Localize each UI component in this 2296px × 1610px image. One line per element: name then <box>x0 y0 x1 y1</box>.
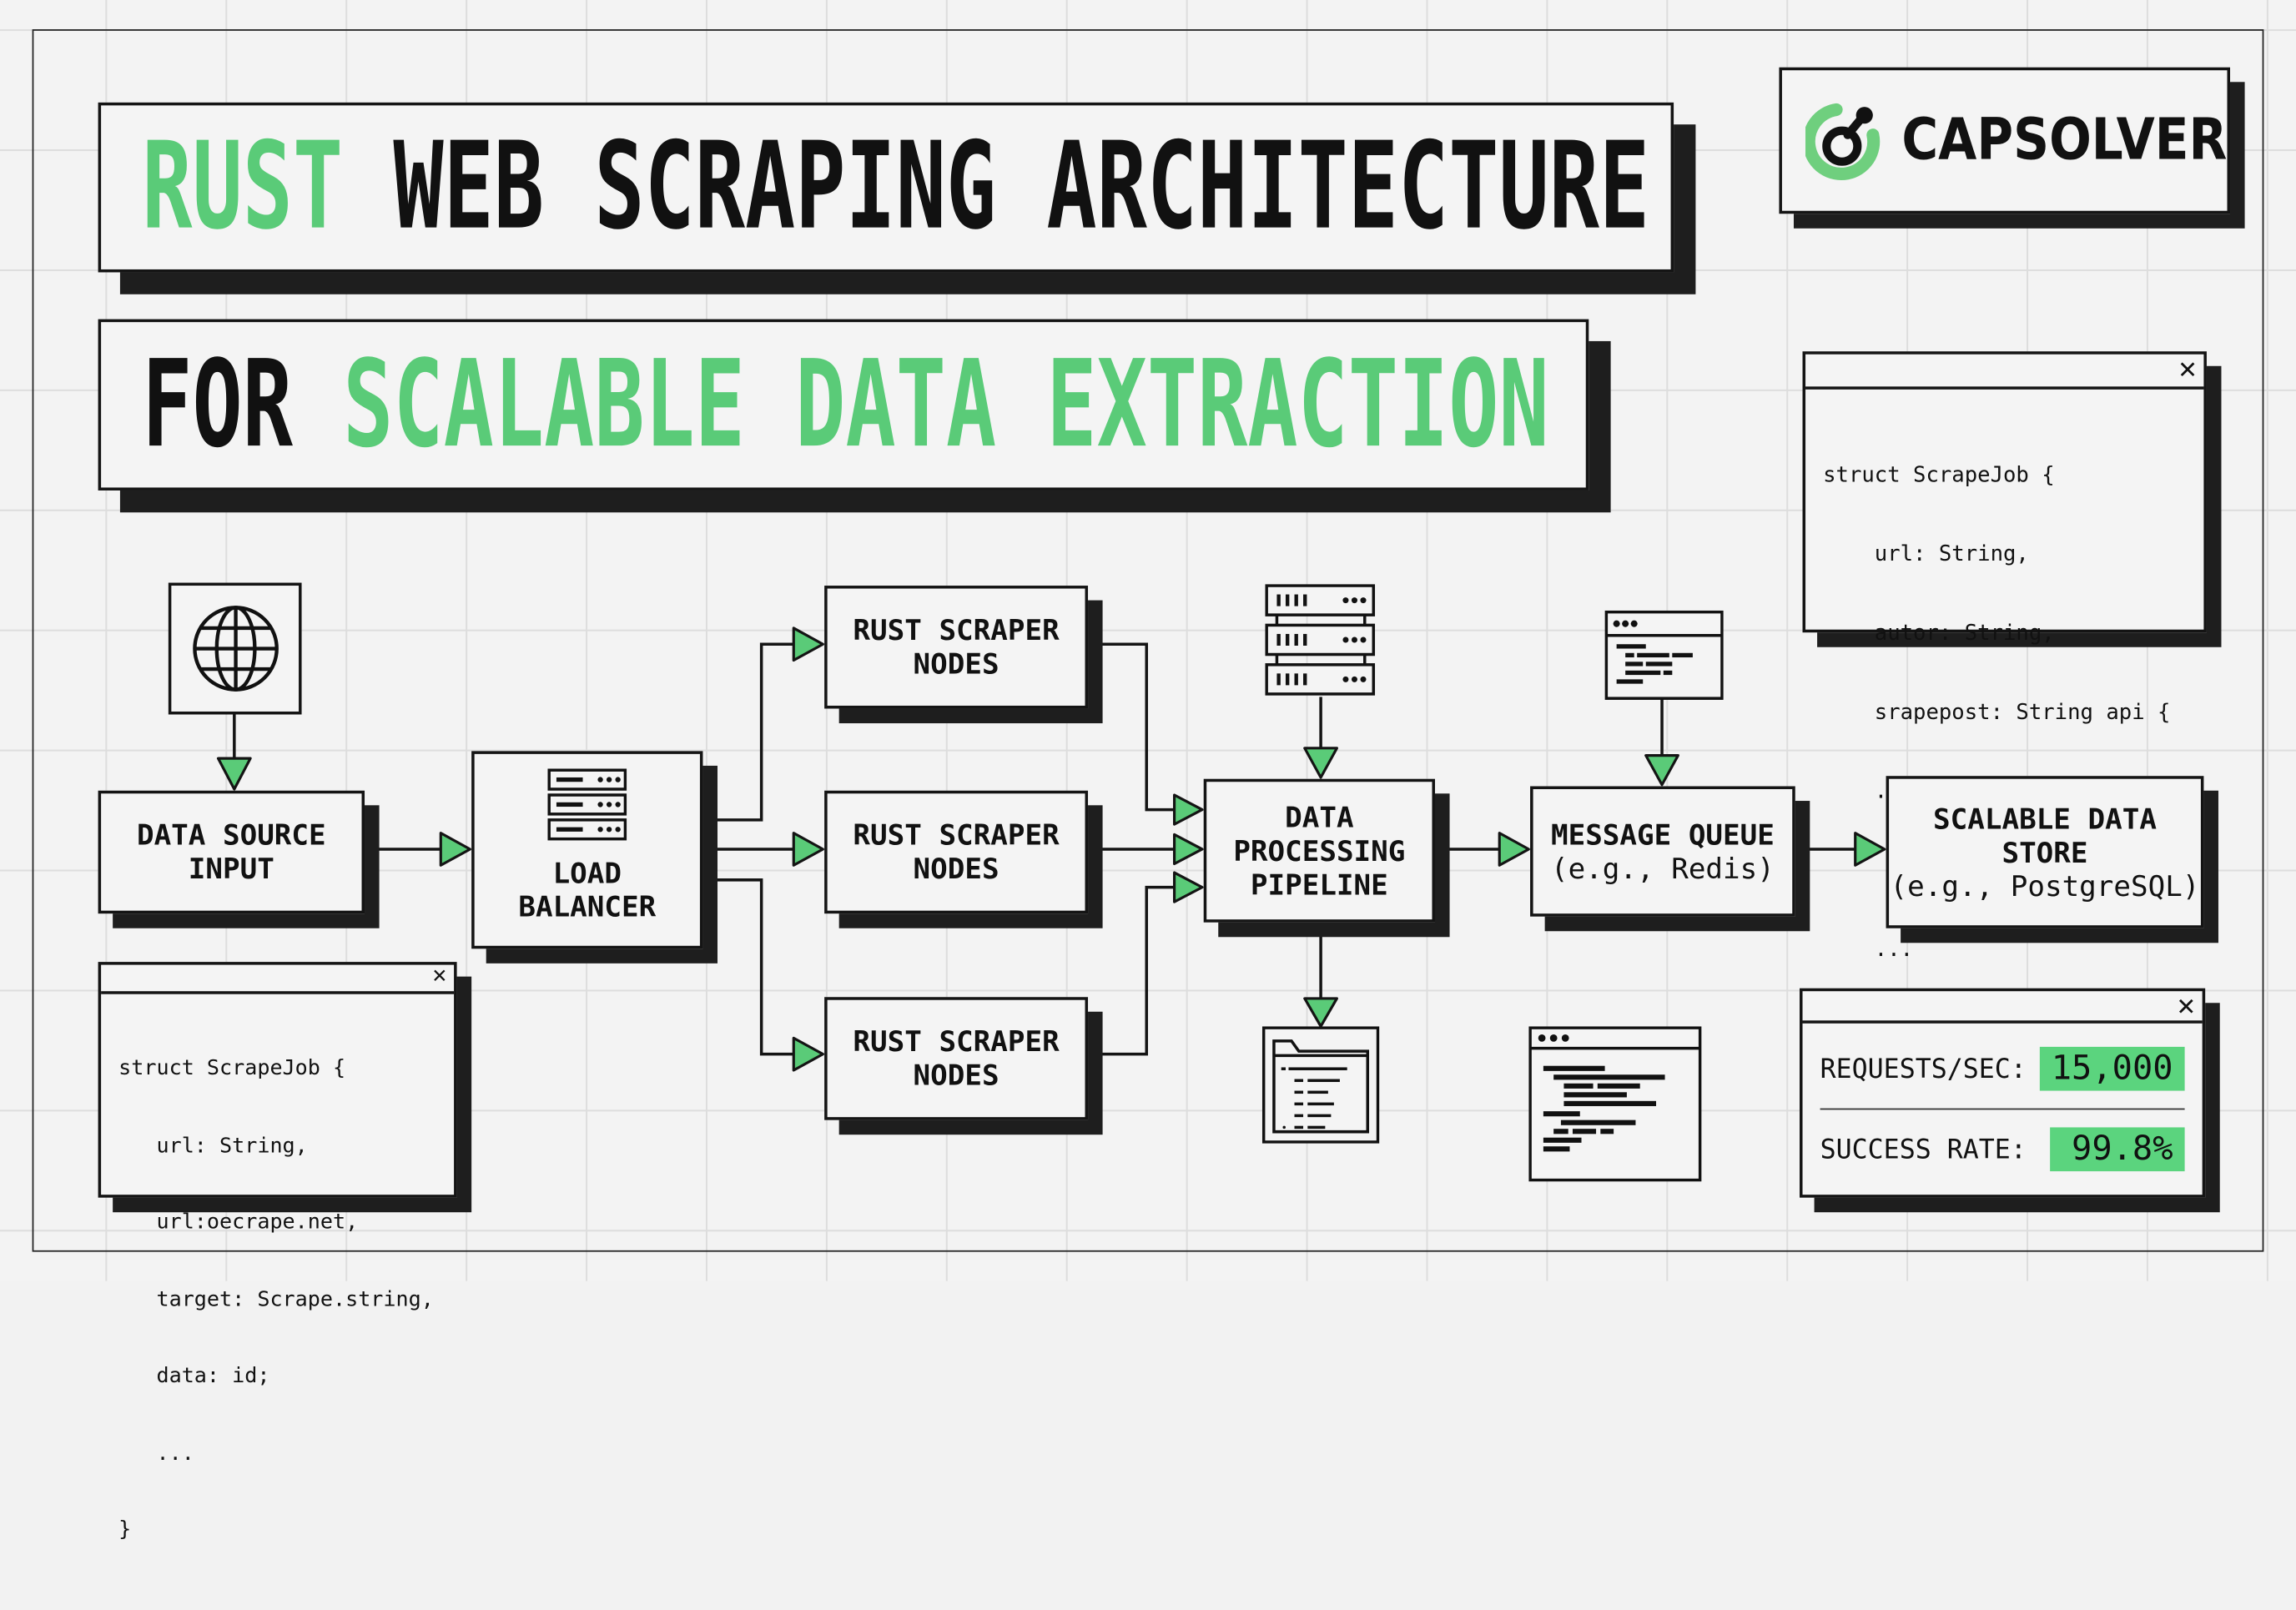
node-label: RUST SCRAPER <box>853 818 1060 853</box>
node-label: NODES <box>913 852 999 886</box>
globe-icon <box>192 606 279 692</box>
connector-scraper-3-to-pipeline <box>1088 885 1176 1056</box>
title-line-2: FOR SCALABLE DATA EXTRACTION <box>98 319 1589 491</box>
arrow-head <box>1173 871 1204 903</box>
node-label: LOAD <box>552 856 622 891</box>
node-rust-scraper-1[interactable]: RUST SCRAPER NODES <box>824 586 1089 709</box>
capsolver-logo-icon <box>1805 103 1881 180</box>
arrow-head <box>1854 832 1886 867</box>
folder-icon <box>1261 1026 1380 1144</box>
stat-value: 15,000 <box>2039 1046 2185 1091</box>
arrow-head <box>792 832 824 867</box>
title-accent: RUST <box>142 118 344 258</box>
diagram-canvas: RUST WEB SCRAPING ARCHITECTURE FOR SCALA… <box>0 0 2296 1542</box>
code-line: srapepost: String api { <box>1823 699 2171 725</box>
arrow-head <box>792 626 824 662</box>
title-text: WEB SCRAPING ARCHITECTURE <box>343 118 1650 258</box>
arrow-head <box>792 1036 824 1072</box>
code-line: struct ScrapeJob { <box>118 1057 346 1081</box>
database-icon <box>1265 584 1376 696</box>
title-accent: SCALABLE DATA EXTRACTION <box>343 335 1549 475</box>
title-lead: FOR <box>142 335 344 475</box>
code-line: struct ScrapeJob { <box>1823 462 2055 488</box>
code-line: } <box>118 1518 132 1542</box>
connector-scraper-1-to-pipeline <box>1088 642 1176 812</box>
code-line: ... <box>118 1441 194 1465</box>
stats-window: ✕ REQUESTS/SEC: 15,000 SUCCESS RATE: 99.… <box>1800 986 2206 1198</box>
code-line: ... <box>1823 937 1914 963</box>
outer-frame <box>32 29 2264 1252</box>
node-message-queue[interactable]: MESSAGE QUEUE (e.g., Redis) <box>1530 786 1795 917</box>
arrow-head <box>439 832 471 867</box>
node-label: BALANCER <box>518 890 657 924</box>
connector-lb-to-scraper-3 <box>702 878 796 1056</box>
code-line: data: id; <box>118 1364 270 1388</box>
node-rust-scraper-3[interactable]: RUST SCRAPER NODES <box>824 997 1089 1120</box>
arrow-head <box>1644 754 1679 787</box>
window-title-bar: ✕ <box>101 960 455 994</box>
close-icon[interactable]: ✕ <box>432 960 447 989</box>
arrow-head <box>1303 747 1338 779</box>
node-rust-scraper-2[interactable]: RUST SCRAPER NODES <box>824 790 1089 914</box>
arrow-head <box>1303 997 1338 1028</box>
node-label: STORE <box>2001 835 2088 869</box>
node-sublabel: (e.g., Redis) <box>1550 851 1775 885</box>
code-line: target: Scrape.string, <box>118 1287 434 1311</box>
node-label: DATA <box>1285 800 1354 834</box>
connectors <box>216 626 1886 1072</box>
code-window-bottom-left: ✕ struct ScrapeJob { url: String, url:oe… <box>98 960 457 1542</box>
code-line: url: String, <box>118 1134 308 1158</box>
connector-lb-to-scraper-1 <box>702 642 796 822</box>
capsolver-logo: CAPSOLVER <box>1779 67 2231 214</box>
arrow-head <box>1173 833 1204 866</box>
node-load-balancer[interactable]: LOAD BALANCER <box>471 751 703 949</box>
window-title-bar: ✕ <box>1805 351 2204 390</box>
title-line-1: RUST WEB SCRAPING ARCHITECTURE <box>98 102 1674 273</box>
logo-text: CAPSOLVER <box>1901 107 2228 174</box>
close-icon[interactable]: ✕ <box>2177 986 2195 1023</box>
node-scalable-data-store[interactable]: SCALABLE DATA STORE (e.g., PostgreSQL) <box>1886 776 2204 928</box>
node-label: MESSAGE QUEUE <box>1550 818 1775 852</box>
node-label: RUST SCRAPER <box>853 1024 1060 1059</box>
node-data-source-input[interactable]: DATA SOURCE INPUT <box>98 790 365 914</box>
arrow-head <box>1173 793 1204 826</box>
stat-label: REQUESTS/SEC: <box>1820 1053 2027 1084</box>
arrow-head <box>216 757 252 791</box>
node-label: DATA SOURCE <box>136 818 326 853</box>
node-label: SCALABLE DATA <box>1933 801 2157 836</box>
node-sublabel: (e.g., PostgreSQL) <box>1890 868 2200 903</box>
code-line: url: String, <box>1823 541 2029 567</box>
code-window-top-right: ✕ struct ScrapeJob { url: String, autor:… <box>1802 351 2207 1041</box>
stat-label: SUCCESS RATE: <box>1820 1134 2027 1165</box>
code-line: autor: String, <box>1823 621 2055 646</box>
node-label: INPUT <box>188 852 274 886</box>
node-label: PIPELINE <box>1250 867 1388 902</box>
code-line: url:oecrape.net, <box>118 1210 359 1235</box>
server-rack-icon <box>547 768 627 841</box>
browser-window-icon <box>1528 1026 1702 1182</box>
document-icon <box>1604 610 1724 700</box>
node-data-processing-pipeline[interactable]: DATA PROCESSING PIPELINE <box>1203 778 1435 923</box>
code-snippet: struct ScrapeJob { url: String, autor: S… <box>1805 390 2203 1110</box>
node-label: NODES <box>913 1058 999 1093</box>
code-snippet: struct ScrapeJob { url: String, url:oecr… <box>101 994 454 1610</box>
arrow-head <box>1498 832 1530 867</box>
globe-box <box>168 582 302 715</box>
stat-value: 99.8% <box>2050 1127 2185 1172</box>
window-title-bar: ✕ <box>1802 986 2203 1024</box>
node-label: NODES <box>913 647 999 682</box>
node-label: RUST SCRAPER <box>853 613 1060 647</box>
stat-success-rate: SUCCESS RATE: 99.8% <box>1820 1109 2185 1189</box>
stat-requests-per-sec: REQUESTS/SEC: 15,000 <box>1820 1029 2185 1110</box>
node-label: PROCESSING <box>1233 833 1406 868</box>
close-icon[interactable]: ✕ <box>2178 350 2197 385</box>
